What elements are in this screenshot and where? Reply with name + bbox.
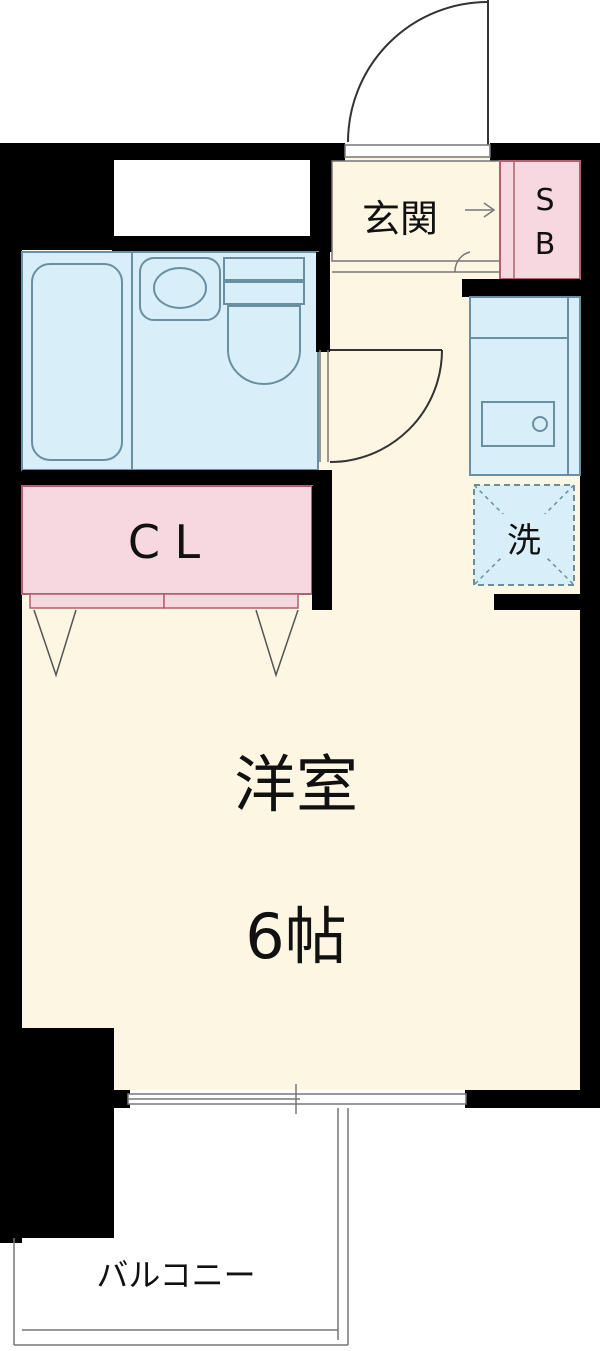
main-room-name: 洋室 bbox=[234, 748, 358, 821]
bathroom-wall-bottom bbox=[22, 470, 332, 486]
closet-label: C L bbox=[128, 515, 201, 569]
main-room-size: 6帖 bbox=[245, 900, 346, 973]
balcony-window bbox=[127, 1084, 467, 1114]
washer-label: 洗 bbox=[507, 521, 541, 561]
washer-wall bbox=[494, 594, 580, 610]
shoe-box-label-b: B bbox=[535, 227, 556, 262]
toilet-tank bbox=[223, 257, 305, 281]
sink bbox=[139, 257, 221, 321]
top-wall-strip bbox=[112, 238, 330, 252]
inner-wall-top bbox=[312, 158, 332, 252]
entrance-threshold bbox=[344, 144, 491, 158]
top-pipe-space bbox=[110, 156, 314, 240]
kitchen-sink bbox=[481, 401, 555, 447]
shoe-box-wall bbox=[462, 279, 580, 297]
entrance-label: 玄関 bbox=[362, 197, 438, 241]
toilet-bowl bbox=[227, 305, 301, 385]
closet-wall-right bbox=[312, 486, 332, 610]
balcony-label: バルコニー bbox=[96, 1256, 255, 1294]
top-left-block bbox=[22, 158, 112, 250]
bathtub bbox=[31, 263, 123, 461]
outer-walls bbox=[0, 143, 600, 1243]
bathroom bbox=[21, 251, 319, 471]
kitchen bbox=[469, 296, 581, 476]
genkan bbox=[331, 160, 501, 273]
closet bbox=[21, 485, 313, 678]
shoe-box-label-s: S bbox=[535, 183, 554, 218]
washer-space bbox=[473, 484, 575, 586]
bathroom-wall-right bbox=[316, 252, 330, 352]
entrance-door bbox=[347, 0, 489, 148]
balcony bbox=[13, 1108, 349, 1346]
bathroom-door bbox=[319, 349, 443, 463]
